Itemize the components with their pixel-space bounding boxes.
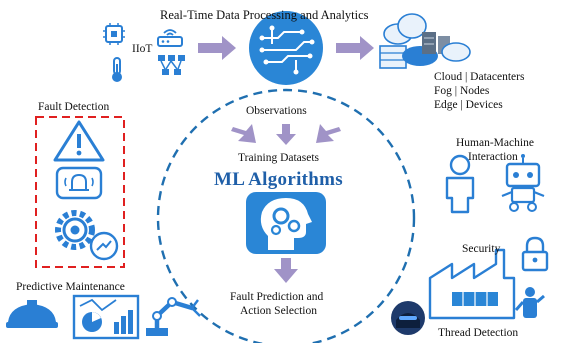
padlock-icon bbox=[521, 236, 549, 272]
dashboard-chart-icon bbox=[72, 294, 140, 340]
observation-arrow-middle bbox=[276, 124, 296, 145]
fault-detection-label: Fault Detection bbox=[38, 101, 110, 113]
chip-icon bbox=[103, 23, 125, 45]
arrow-processing-to-cloud bbox=[336, 36, 374, 60]
arrow-iiot-to-processing bbox=[198, 36, 236, 60]
fault-prediction-line1: Fault Prediction and bbox=[230, 291, 324, 303]
cloud-datacenter-icon bbox=[379, 13, 471, 69]
fault-detection-box bbox=[35, 116, 125, 268]
cloud-datacenters-label: Cloud | Datacenters bbox=[434, 71, 525, 83]
network-nodes-icon bbox=[158, 55, 185, 75]
router-icon bbox=[157, 29, 183, 47]
alarm-bell-icon bbox=[55, 166, 103, 200]
robot-icon bbox=[501, 154, 545, 212]
hacker-icon bbox=[391, 301, 425, 335]
observation-arrow-right bbox=[316, 124, 341, 143]
central-dashed-ring bbox=[156, 88, 416, 343]
edge-devices-label: Edge | Devices bbox=[434, 99, 503, 111]
gear-settings-icon bbox=[55, 210, 119, 261]
ml-output-arrow bbox=[274, 258, 298, 283]
hmi-label-line1: Human-Machine bbox=[456, 137, 534, 149]
threat-detection-label: Thread Detection bbox=[438, 327, 519, 339]
fault-prediction-line2: Action Selection bbox=[240, 305, 317, 317]
circuit-processing-icon bbox=[249, 11, 323, 85]
fog-nodes-label: Fog | Nodes bbox=[434, 85, 490, 97]
robot-arm-icon bbox=[146, 297, 201, 336]
predictive-maintenance-label: Predictive Maintenance bbox=[16, 281, 125, 293]
training-datasets-label: Training Datasets bbox=[238, 152, 320, 164]
observations-label: Observations bbox=[246, 105, 307, 117]
warning-triangle-icon bbox=[53, 120, 105, 162]
hmi-label-line2: Interaction bbox=[468, 151, 518, 163]
security-guard-icon bbox=[514, 287, 545, 318]
iiot-label: IIoT bbox=[132, 43, 153, 55]
thermometer-icon bbox=[112, 57, 122, 82]
security-label: Security bbox=[462, 243, 501, 255]
observation-arrow-left bbox=[231, 124, 256, 143]
head-gears-icon bbox=[246, 192, 326, 254]
top-title: Real-Time Data Processing and Analytics bbox=[160, 8, 369, 22]
human-icon bbox=[445, 154, 475, 214]
hard-hat-icon bbox=[6, 300, 58, 328]
ml-algorithms-title: ML Algorithms bbox=[214, 169, 343, 190]
factory-icon bbox=[428, 248, 516, 320]
